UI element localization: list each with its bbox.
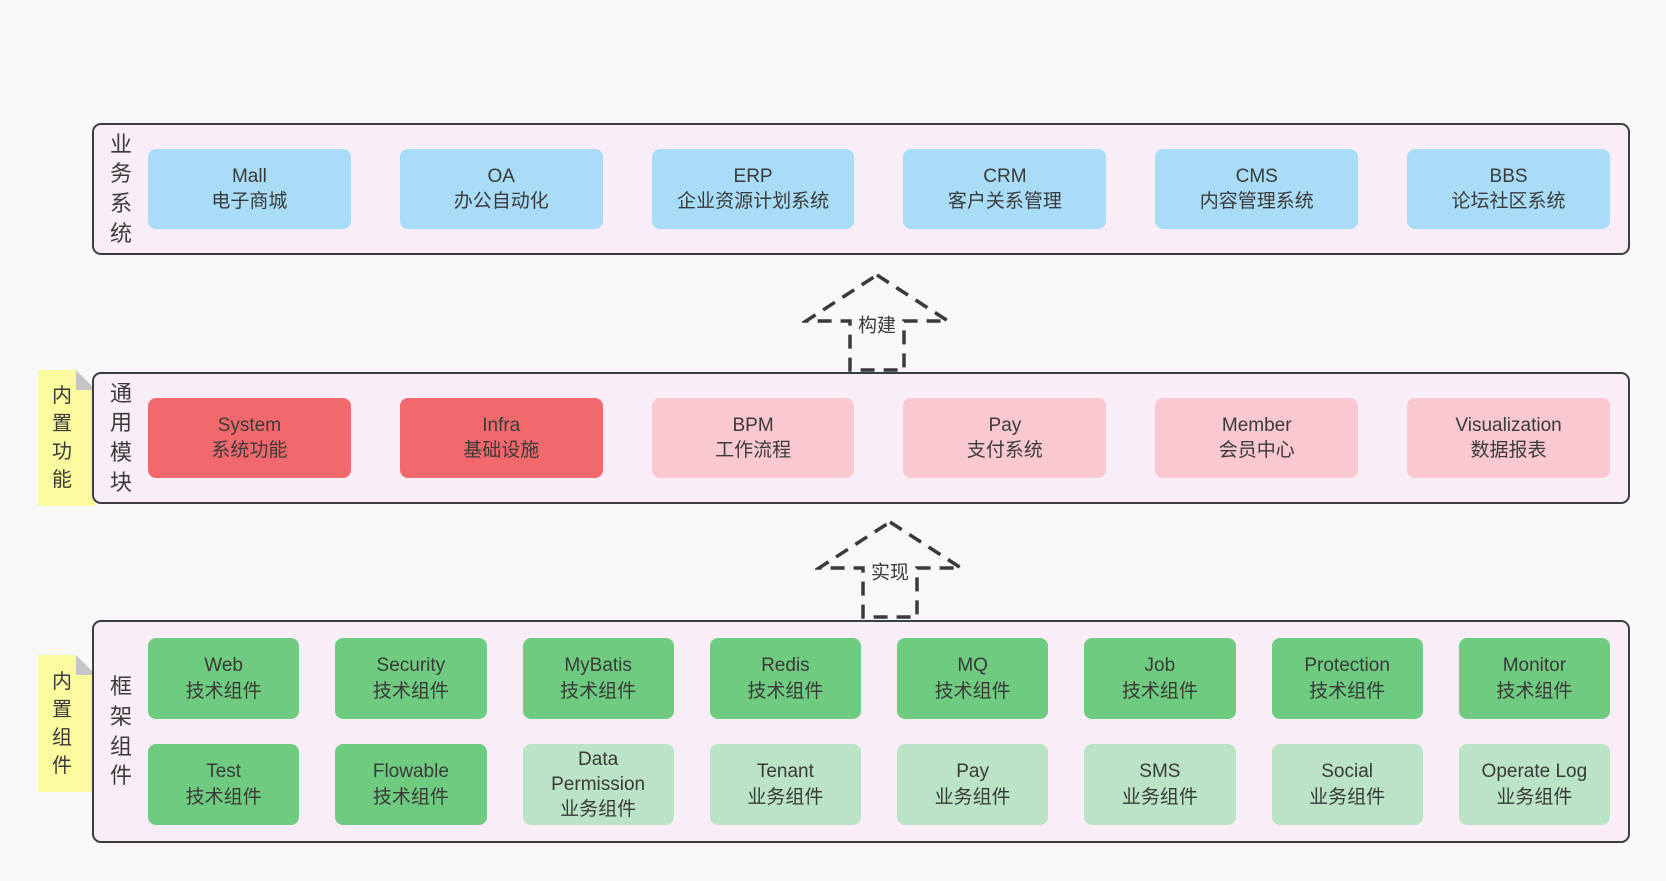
up-arrow-build: 构建 [802, 272, 952, 373]
sticky-note-built-in-features: 内置功能 [38, 370, 96, 506]
module-mall: Mall 电子商城 [148, 149, 351, 229]
component-redis: Redis 技术组件 [709, 638, 861, 719]
arrow-label-build: 构建 [854, 308, 900, 340]
component-flowable: Flowable 技术组件 [335, 744, 487, 825]
component-test: Test 技术组件 [148, 744, 300, 825]
module-bbs: BBS 论坛社区系统 [1407, 149, 1610, 229]
module-visualization: Visualization 数据报表 [1407, 398, 1610, 478]
component-protection: Protection 技术组件 [1271, 638, 1423, 719]
module-infra: Infra 基础设施 [399, 398, 603, 478]
module-bpm: BPM 工作流程 [651, 398, 855, 478]
component-monitor: Monitor 技术组件 [1458, 638, 1610, 719]
folded-corner-icon [76, 370, 96, 390]
module-cms: CMS 内容管理系统 [1155, 149, 1359, 229]
component-sms: SMS 业务组件 [1084, 744, 1236, 825]
up-arrow-implement: 实现 [815, 519, 965, 620]
component-data-permission: Data Permission 业务组件 [522, 744, 674, 825]
band-common-modules: 通用模块 System 系统功能 Infra 基础设施 BPM 工作流程 Pay [92, 372, 1630, 504]
component-security: Security 技术组件 [335, 638, 487, 719]
sticky-label: 内置功能 [52, 385, 72, 491]
module-oa: OA 办公自动化 [399, 149, 603, 229]
arrow-label-implement: 实现 [867, 555, 913, 587]
module-crm: CRM 客户关系管理 [903, 149, 1107, 229]
folded-corner-icon [76, 655, 96, 675]
module-member: Member 会员中心 [1155, 398, 1359, 478]
sticky-note-built-in-components: 内置组件 [38, 655, 96, 792]
component-job: Job 技术组件 [1084, 638, 1236, 719]
component-mq: MQ 技术组件 [897, 638, 1049, 719]
component-operate-log: Operate Log 业务组件 [1458, 744, 1610, 825]
component-mybatis: MyBatis 技术组件 [522, 638, 674, 719]
module-system: System 系统功能 [148, 398, 351, 478]
band-business-systems: 业务系统 Mall 电子商城 OA 办公自动化 ERP 企业资源计划系统 CRM [92, 123, 1630, 255]
band-title: 业务系统 [109, 131, 132, 246]
band-title: 框架组件 [109, 674, 132, 789]
component-web: Web 技术组件 [148, 638, 300, 719]
band-framework-components: 框架组件 Web 技术组件 Security 技术组件 MyBatis 技术组件… [92, 620, 1630, 843]
band-title: 通用模块 [109, 380, 132, 495]
module-erp: ERP 企业资源计划系统 [651, 149, 855, 229]
module-pay: Pay 支付系统 [903, 398, 1107, 478]
component-tenant: Tenant 业务组件 [709, 744, 861, 825]
component-pay: Pay 业务组件 [897, 744, 1049, 825]
component-social: Social 业务组件 [1271, 744, 1423, 825]
sticky-label: 内置组件 [52, 670, 72, 777]
